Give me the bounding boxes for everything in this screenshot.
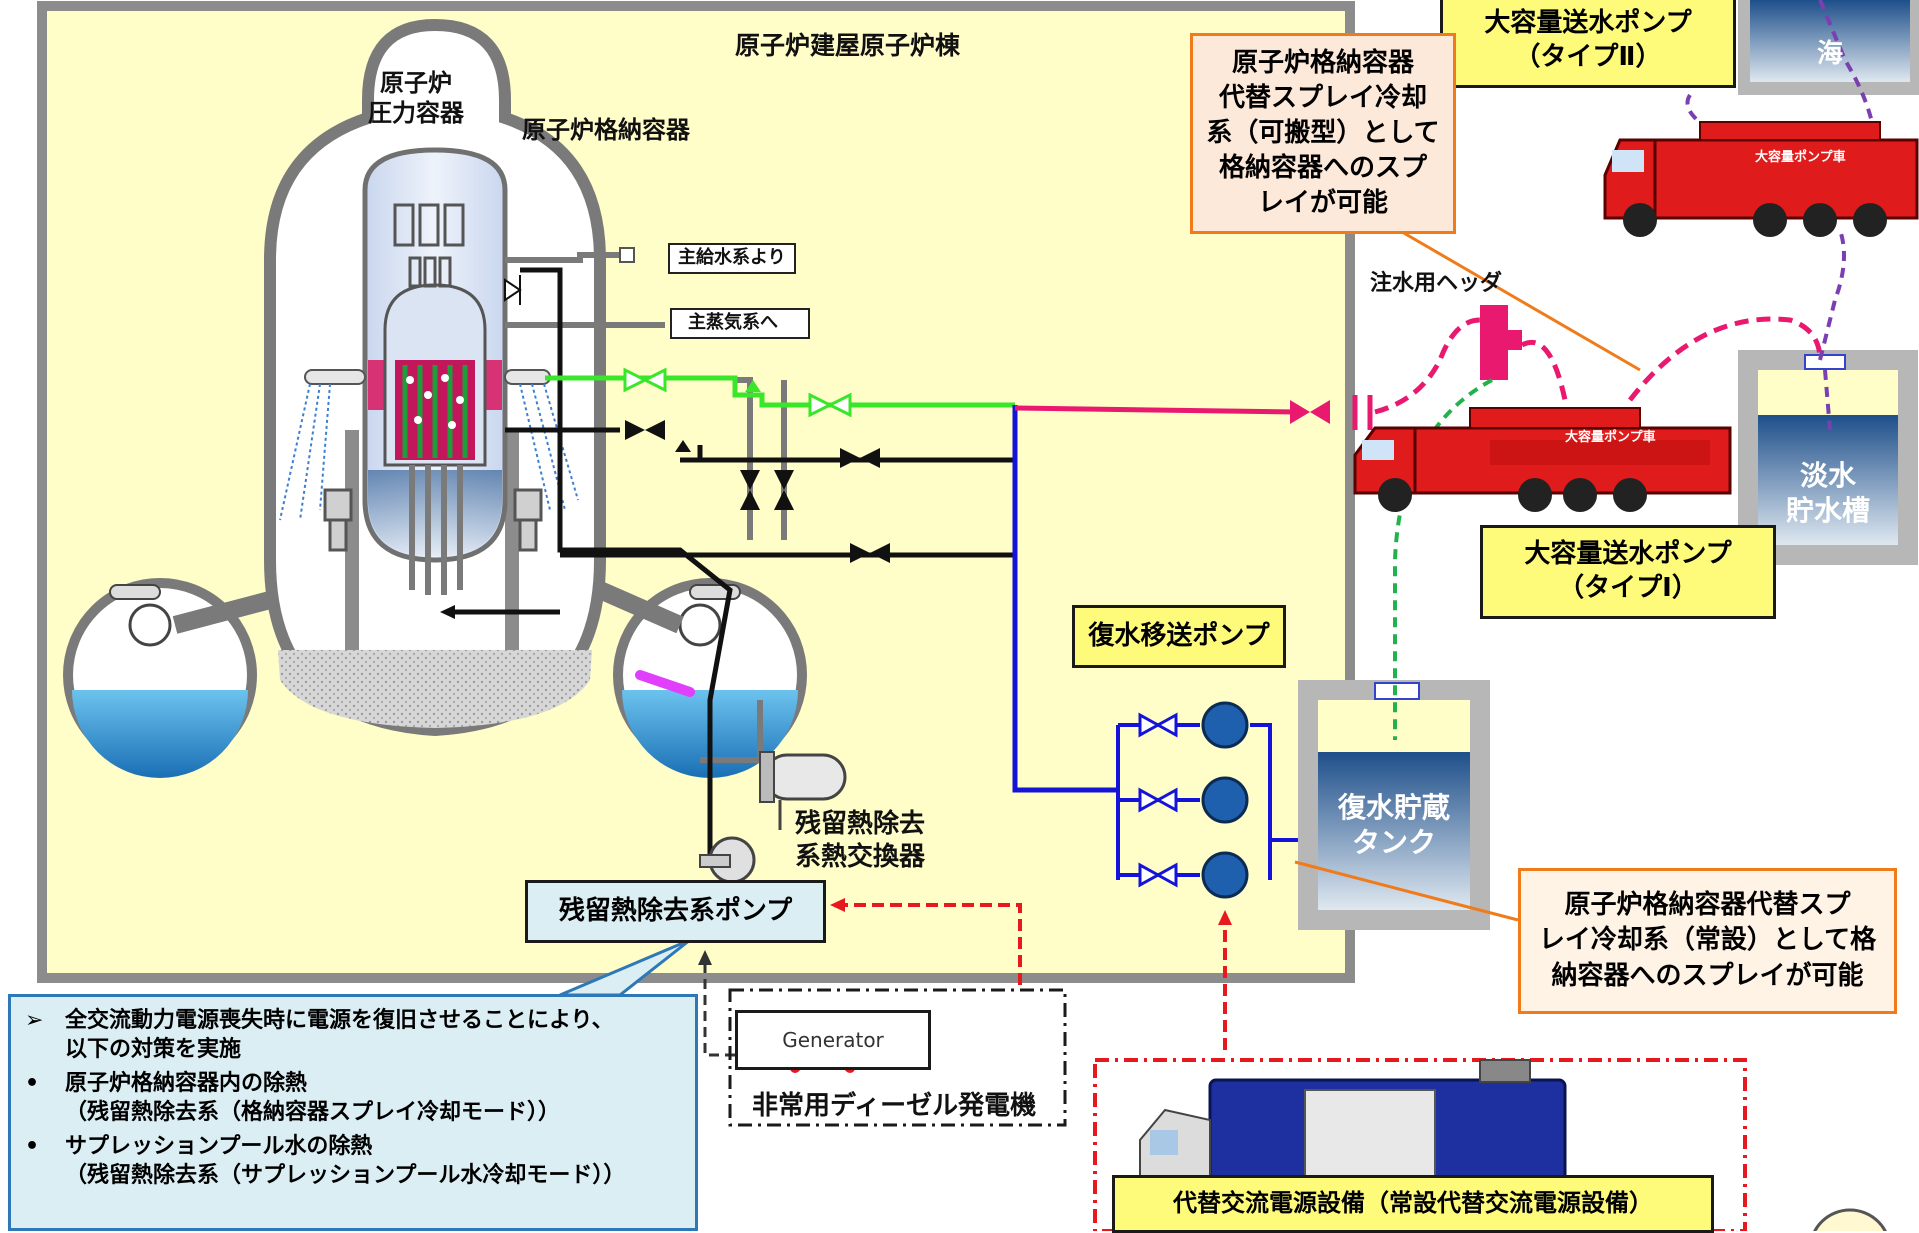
power-line — [835, 903, 1022, 985]
condensate-pump-lines — [1116, 723, 1272, 880]
pump-truck-text: 大容量ポンプ車 — [1755, 150, 1846, 165]
permanent-callout: 原子炉格納容器代替スプ レイ冷却系（常設）として格 納容器へのスプレイが可能 — [1518, 868, 1897, 1014]
building-title: 原子炉建屋原子炉棟 — [735, 31, 961, 60]
heat-exchanger-icon — [759, 751, 847, 830]
feed-water-tag: 主給水系より — [668, 243, 796, 274]
sea-label: 海 — [1816, 39, 1843, 69]
valve-icon[interactable] — [1138, 787, 1178, 813]
pump-type2-box: 大容量送水ポンプ （タイプⅡ） — [1440, 0, 1736, 88]
callout-pointer — [1389, 223, 1641, 372]
injection-header — [1480, 305, 1508, 380]
valve-icon[interactable] — [1138, 712, 1178, 738]
control-rods — [409, 465, 463, 595]
pedestal-floor — [278, 650, 592, 728]
arrow-head — [675, 440, 691, 452]
fuel-rods — [402, 365, 468, 458]
diesel-box — [728, 988, 1067, 1127]
pump-icon — [1201, 701, 1249, 899]
valve-icon[interactable] — [504, 275, 522, 305]
valve-icon[interactable] — [840, 448, 880, 468]
valve-icon[interactable] — [774, 470, 794, 510]
info-box: ➢ 全交流動力電源喪失時に電源を復旧させることにより、 以下の対策を実施 • 原… — [8, 994, 698, 1231]
freshwater-tank-label: 淡水 貯水槽 — [1785, 459, 1870, 527]
steam-bubbles — [406, 374, 464, 429]
alt-ac-box: 代替交流電源設備（常設代替交流電源設備） — [1112, 1175, 1714, 1233]
corner-circle — [1813, 1208, 1887, 1231]
pink-pipe — [1014, 405, 1296, 415]
info-item: • 原子炉格納容器内の除熱 （残留熱除去系（格納容器スプレイ冷却モード）） — [25, 1070, 681, 1127]
alt-power-box — [1093, 1058, 1747, 1231]
diesel-label: 非常用ディーゼル発電機 — [752, 1091, 1037, 1121]
pink-flange — [1352, 395, 1373, 430]
pink-hose — [1520, 339, 1568, 401]
valve-icon[interactable] — [1290, 400, 1330, 424]
pedestal-right — [505, 430, 519, 650]
suppression-pool-left — [63, 578, 273, 778]
check-valve-icon — [619, 247, 635, 263]
rhr-hx-label: 残留熱除去 系熱交換器 — [795, 809, 926, 872]
valve-icon[interactable] — [625, 420, 665, 440]
rhr-pump-box: 残留熱除去系ポンプ — [525, 880, 826, 943]
pink-hose — [1374, 317, 1481, 415]
generator-icon: Generator — [735, 1010, 931, 1070]
portable-callout: 原子炉格納容器 代替スプレイ冷却 系（可搬型）として 格納容器へのスプ レイが可… — [1190, 33, 1456, 234]
steam-separators — [393, 203, 465, 288]
purple-hose — [1818, 229, 1846, 361]
info-item: • サプレッションプール水の除熱 （残留熱除去系（サプレッションプール水冷却モー… — [25, 1133, 681, 1190]
header-label: 注水用ヘッダ — [1370, 271, 1503, 296]
info-bullet: • — [25, 1071, 40, 1097]
valve-icon[interactable] — [850, 543, 890, 563]
spray-header-left — [304, 369, 366, 385]
pink-hose — [1628, 316, 1823, 402]
valve-icon[interactable] — [740, 470, 760, 510]
condensate-pump-box: 復水移送ポンプ — [1072, 605, 1286, 668]
reactor-building — [37, 1, 1355, 983]
pump-type1-box: 大容量送水ポンプ （タイプⅠ） — [1480, 525, 1776, 619]
pedestal-left — [345, 430, 359, 650]
info-text: サプレッションプール水の除熱 （残留熱除去系（サプレッションプール水冷却モード）… — [65, 1134, 626, 1188]
callout-pointer — [1294, 860, 1519, 922]
info-bullet: ➢ — [25, 1008, 44, 1033]
info-text: 全交流動力電源喪失時に電源を復旧させることにより、 以下の対策を実施 — [65, 1008, 614, 1062]
valve-icon[interactable] — [1138, 862, 1178, 888]
steam-tag: 主蒸気系へ — [670, 308, 810, 339]
fire-truck-icon — [1353, 407, 1732, 512]
info-item: ➢ 全交流動力電源喪失時に電源を復旧させることにより、 以下の対策を実施 — [25, 1007, 681, 1064]
recirc-pumps — [323, 488, 543, 552]
valve-icon[interactable] — [808, 392, 852, 418]
diesel-line — [703, 960, 735, 1057]
green-pipe — [545, 375, 1015, 408]
condensate-tank-label: 復水貯蔵 タンク — [1337, 791, 1450, 859]
info-text: 原子炉格納容器内の除熱 （残留熱除去系（格納容器スプレイ冷却モード）） — [65, 1071, 561, 1125]
info-bullet: • — [25, 1134, 40, 1160]
rpv-lower-water — [368, 470, 502, 556]
blue-pipe — [1012, 405, 1118, 793]
valve-icon[interactable] — [623, 367, 667, 393]
pump-truck-text: 大容量ポンプ車 — [1565, 430, 1656, 445]
containment-label: 原子炉格納容器 — [522, 116, 690, 144]
green-arrow — [745, 380, 761, 392]
rpv-label: 原子炉 圧力容器 — [368, 69, 464, 127]
arrow-head — [440, 605, 455, 619]
purple-hose — [1818, 0, 1879, 231]
spray-header-right — [504, 369, 551, 385]
fire-truck-icon — [1603, 121, 1919, 237]
